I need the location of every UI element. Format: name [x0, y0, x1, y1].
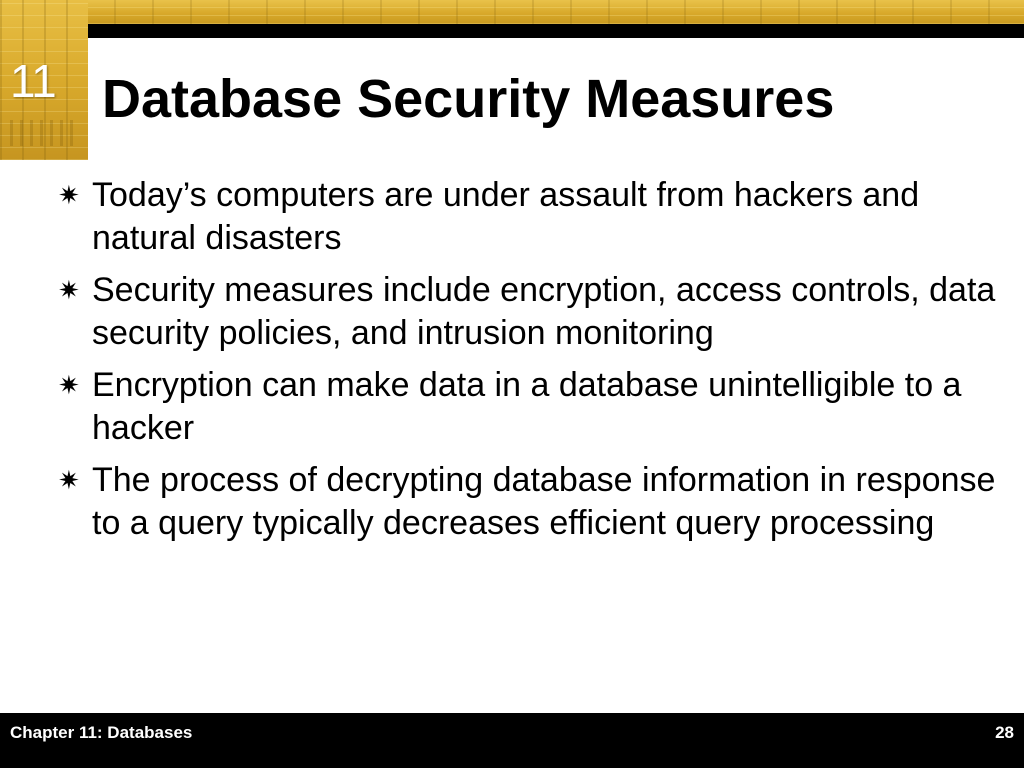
bottom-strip [0, 753, 1024, 768]
bullet-item: ✷ Today’s computers are under assault fr… [58, 174, 1008, 260]
footer-page-number: 28 [995, 723, 1014, 742]
footer-chapter-label: Chapter 11: Databases [10, 723, 193, 742]
asterisk-bullet-icon: ✷ [58, 276, 80, 306]
slide-title: Database Security Measures [102, 69, 835, 129]
bullet-text: The process of decrypting database infor… [92, 461, 996, 542]
asterisk-bullet-icon: ✷ [58, 371, 80, 401]
top-banner-decoration [0, 0, 1024, 24]
bullet-text: Security measures include encryption, ac… [92, 271, 996, 352]
chapter-badge: 11 [0, 0, 88, 160]
bullet-text: Today’s computers are under assault from… [92, 176, 920, 257]
bullet-item: ✷ The process of decrypting database inf… [58, 459, 1008, 545]
top-rule-divider [88, 24, 1024, 38]
bullet-item: ✷ Security measures include encryption, … [58, 269, 1008, 355]
bullet-list: ✷ Today’s computers are under assault fr… [58, 174, 1008, 554]
slide-footer: Chapter 11: Databases 28 [0, 713, 1024, 753]
asterisk-bullet-icon: ✷ [58, 466, 80, 496]
chapter-number: 11 [10, 55, 57, 107]
bullet-text: Encryption can make data in a database u… [92, 366, 962, 447]
asterisk-bullet-icon: ✷ [58, 181, 80, 211]
bullet-item: ✷ Encryption can make data in a database… [58, 364, 1008, 450]
